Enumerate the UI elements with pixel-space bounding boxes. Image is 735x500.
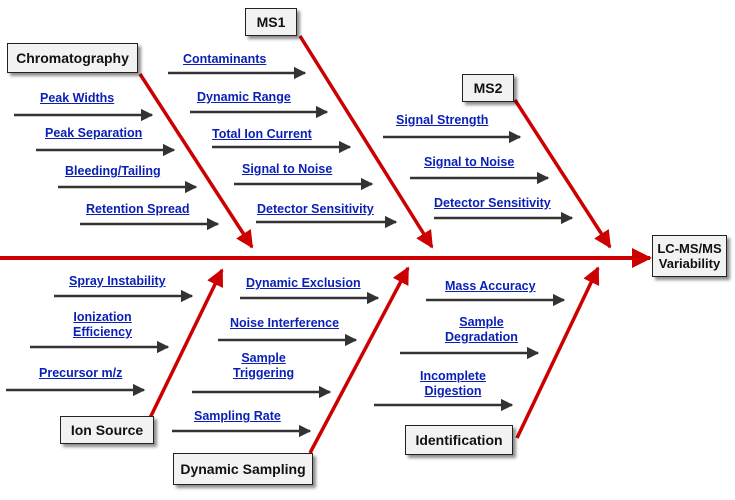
cause-label[interactable]: Dynamic Range xyxy=(197,90,291,104)
bone-identification xyxy=(515,266,600,439)
category-ion-source: Ion Source xyxy=(60,416,154,444)
cause-label[interactable]: Peak Widths xyxy=(40,91,115,105)
category-dynamic-sampling: Dynamic Sampling xyxy=(173,453,313,485)
cause-label[interactable]: Noise Interference xyxy=(230,316,340,330)
cause-label[interactable]: Signal to Noise xyxy=(424,155,515,169)
category-identification: Identification xyxy=(405,425,513,455)
cause-label[interactable]: Sampling Rate xyxy=(194,409,281,423)
cause-label[interactable]: Detector Sensitivity xyxy=(257,202,374,216)
cause-label[interactable]: Signal to Noise xyxy=(242,162,333,176)
effect-box: LC-MS/MS Variability xyxy=(652,235,727,277)
bone-ms1 xyxy=(298,35,434,249)
cause-label[interactable]: Retention Spread xyxy=(86,202,190,216)
cause-label[interactable]: Bleeding/Tailing xyxy=(65,164,161,178)
cause-label[interactable]: Mass Accuracy xyxy=(445,279,536,293)
cause-label[interactable]: Sample Triggering xyxy=(233,351,295,380)
cause-label[interactable]: Signal Strength xyxy=(396,113,489,127)
cause-label[interactable]: Ionization Efficiency xyxy=(73,310,133,339)
cause-label[interactable]: Precursor m/z xyxy=(39,366,123,380)
bone-ms2 xyxy=(513,99,612,249)
cause-label[interactable]: Dynamic Exclusion xyxy=(246,276,361,290)
category-ms2: MS2 xyxy=(462,74,514,102)
cause-label[interactable]: Spray Instability xyxy=(69,274,166,288)
cause-label[interactable]: Sample Degradation xyxy=(445,315,518,344)
bone-ion-source xyxy=(148,268,224,419)
bone-chromatography xyxy=(138,73,254,249)
category-ms1: MS1 xyxy=(245,8,297,36)
cause-label[interactable]: Incomplete Digestion xyxy=(420,369,486,398)
cause-label[interactable]: Peak Separation xyxy=(45,126,143,140)
cause-label[interactable]: Total Ion Current xyxy=(212,127,312,141)
cause-label[interactable]: Contaminants xyxy=(183,52,267,66)
cause-label[interactable]: Detector Sensitivity xyxy=(434,196,551,210)
bone-dynamic-sampling xyxy=(308,266,410,454)
category-chromatography: Chromatography xyxy=(7,43,138,73)
